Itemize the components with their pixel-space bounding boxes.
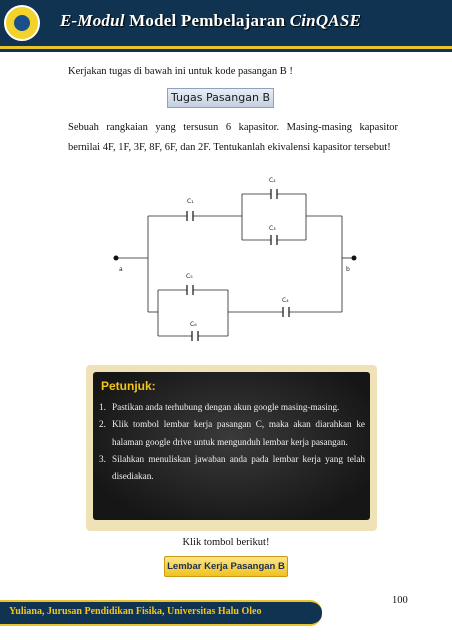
title-cinqase: CinQASE xyxy=(289,11,362,30)
instruction-text: Kerjakan tugas di bawah ini untuk kode p… xyxy=(68,66,293,77)
hint-item-number: 2. xyxy=(99,419,106,430)
problem-statement: Sebuah rangkaian yang tersusun 6 kapasit… xyxy=(68,122,398,153)
hint-title: Petunjuk: xyxy=(101,379,156,393)
label-c5: C₅ xyxy=(186,273,193,280)
hint-item-number: 3. xyxy=(99,453,106,464)
hint-item-text: Silahkan menuliskan jawaban anda pada le… xyxy=(112,453,365,482)
cta-prompt: Klik tombol berikut! xyxy=(182,537,270,548)
hint-item: 2. Klik tombol lembar kerja pasangan C, … xyxy=(99,416,365,451)
header-bar: E-Modul Model Pembelajaran CinQASE xyxy=(0,0,452,49)
capacitor-circuit-diagram: C₁ C₂ C₃ C₄ C₅ C₆ a b xyxy=(113,177,357,341)
hint-item: 3. Silahkan menuliskan jawaban anda pada… xyxy=(99,451,365,486)
hint-item-text: Pastikan anda terhubung dengan akun goog… xyxy=(112,402,340,412)
header-stripe xyxy=(0,49,452,52)
worksheet-b-button[interactable]: Lembar Kerja Pasangan B xyxy=(164,556,288,577)
hint-list: 1. Pastikan anda terhubung dengan akun g… xyxy=(99,399,365,485)
footer-bar: Yuliana, Jurusan Pendidikan Fisika, Univ… xyxy=(0,600,322,626)
hint-item-number: 1. xyxy=(99,402,106,412)
title-emodul: E-Modul xyxy=(60,11,125,30)
label-b: b xyxy=(346,266,350,273)
label-c1: C₁ xyxy=(187,198,194,205)
hint-item-text: Klik tombol lembar kerja pasangan C, mak… xyxy=(112,419,365,447)
label-c4: C₄ xyxy=(282,297,289,304)
terminal-a-node xyxy=(113,255,119,261)
logo-emblem xyxy=(14,15,30,31)
footer-author-text: Yuliana, Jurusan Pendidikan Fisika, Univ… xyxy=(9,606,262,617)
hint-chalkboard: Petunjuk: 1. Pastikan anda terhubung den… xyxy=(93,372,370,520)
module-title: E-Modul Model Pembelajaran CinQASE xyxy=(60,11,440,31)
label-a: a xyxy=(119,266,123,273)
label-c2: C₂ xyxy=(269,177,276,184)
hint-panel: Petunjuk: 1. Pastikan anda terhubung den… xyxy=(86,365,377,531)
terminal-b-node xyxy=(351,255,357,261)
hint-item: 1. Pastikan anda terhubung dengan akun g… xyxy=(99,399,365,416)
task-label-box: Tugas Pasangan B xyxy=(167,88,274,108)
label-c6: C₆ xyxy=(190,321,197,328)
label-c3: C₃ xyxy=(269,225,276,232)
title-middle: Model Pembelajaran xyxy=(124,11,290,30)
page-number: 100 xyxy=(392,595,408,606)
university-logo-icon xyxy=(4,5,40,41)
